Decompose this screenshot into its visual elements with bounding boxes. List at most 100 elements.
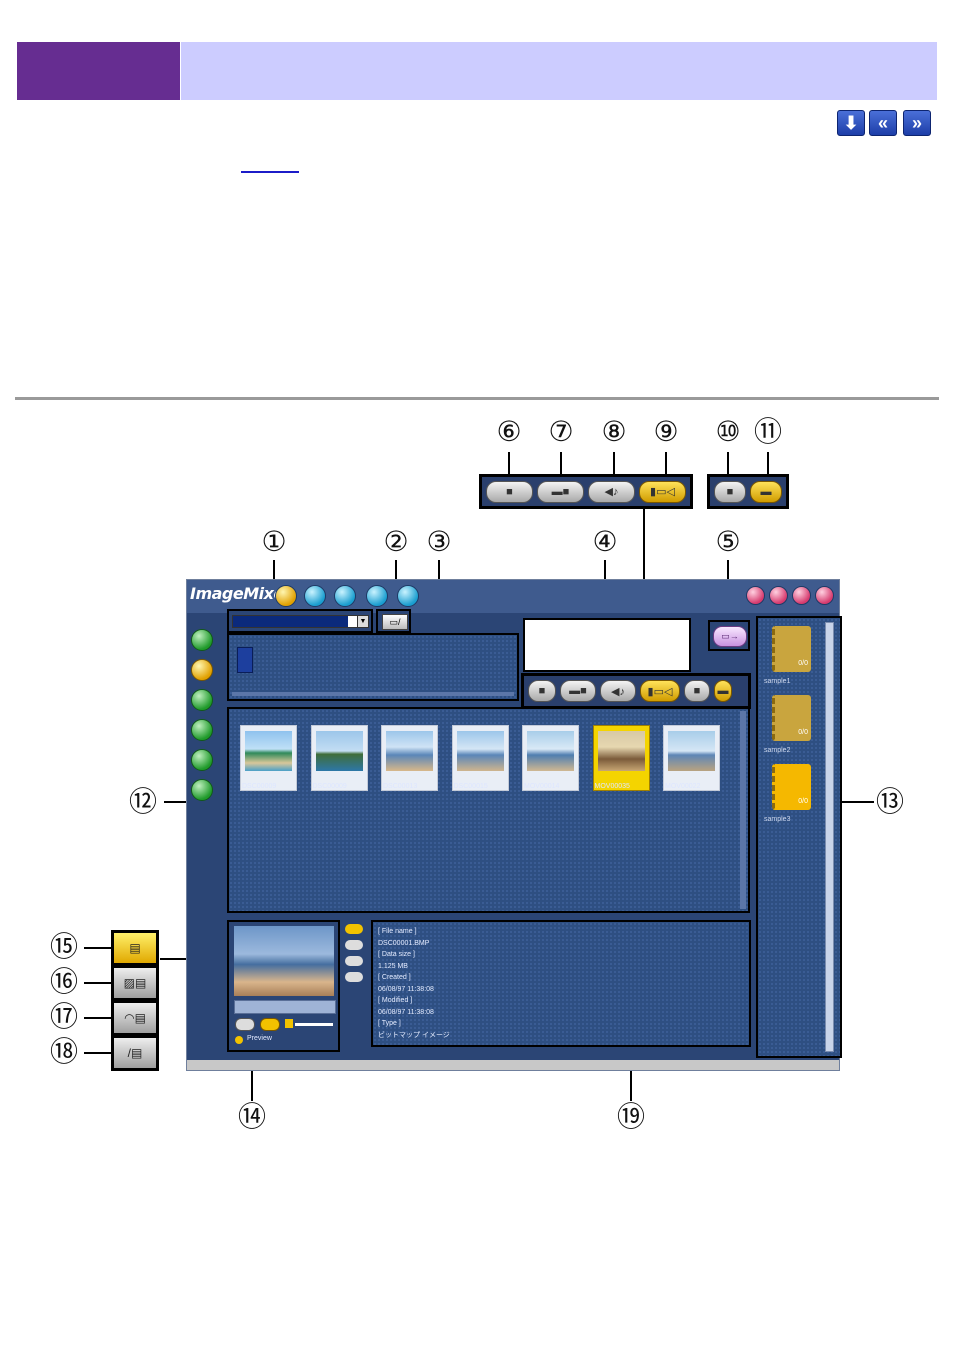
info-tab-image[interactable] <box>345 940 363 950</box>
thumbnail-image <box>668 731 715 771</box>
thumbnail-scrollbar[interactable] <box>740 711 746 909</box>
thumbnail-image <box>386 731 433 771</box>
all-media-view-button[interactable]: ▮▭◁ <box>639 480 686 503</box>
volume-slider[interactable] <box>295 1023 333 1026</box>
file-info-line: [ Data size ] <box>378 951 415 958</box>
callout-13: ⑬ <box>875 785 904 818</box>
sidebar-album-icon[interactable] <box>191 659 213 681</box>
bell-icon[interactable] <box>746 586 765 605</box>
close-icon[interactable] <box>815 586 834 605</box>
folder-dropdown[interactable] <box>232 615 358 628</box>
inline-video-button[interactable]: ▬■ <box>560 680 596 702</box>
callout-9: ⑨ <box>653 415 679 448</box>
thumbnail-item[interactable] <box>663 725 720 791</box>
display-toolbar: ■ ▬ <box>707 474 789 509</box>
thumbnail-caption: MOV00014 <box>524 783 560 790</box>
folder-dropdown-frame: ▼ <box>227 609 373 633</box>
view-type-toolbar: ■ ▬■ ◀♪ ▮▭◁ <box>479 474 693 509</box>
sidebar-print-icon[interactable] <box>191 749 213 771</box>
callout-12: ⑫ <box>128 785 157 818</box>
info-tab-file[interactable] <box>345 924 363 934</box>
double-chevron-right-icon: » <box>911 113 922 133</box>
photo-view-button[interactable]: ■ <box>486 480 533 503</box>
leader-line-16 <box>84 982 112 984</box>
preview-player: Preview <box>227 920 340 1052</box>
video-camera-icon: ▬■ <box>551 485 570 498</box>
inline-photo-button[interactable]: ■ <box>528 680 556 702</box>
thumbnail-item[interactable] <box>381 725 438 791</box>
title-bar <box>181 42 937 100</box>
file-info-line: 1.125 MB <box>378 962 408 970</box>
album-scrollbar[interactable] <box>825 622 834 1052</box>
callout-11: ⑪ <box>753 415 782 448</box>
image-document-icon: ▨▤ <box>123 976 147 990</box>
thumbnail-item[interactable] <box>310 725 368 791</box>
file-info-line: 06/08/97 11:38:08 <box>378 1008 434 1016</box>
page-down-button[interactable]: ⬇ <box>837 110 865 136</box>
video-camera-icon: ▬■ <box>569 685 587 697</box>
stop-button[interactable]: ■ <box>714 480 746 503</box>
callout-8: ⑧ <box>601 415 627 448</box>
audio-info-mode-button[interactable]: ◠▤ <box>111 1000 159 1036</box>
title-block <box>17 42 180 100</box>
folder-up-button[interactable]: ▭/ <box>376 609 411 633</box>
thumbnail-caption: DSC00013 <box>383 783 418 790</box>
album-list-panel[interactable] <box>756 616 842 1058</box>
play-button[interactable] <box>235 1018 255 1031</box>
next-page-button[interactable]: » <box>903 110 931 136</box>
inline-audio-button[interactable]: ◀♪ <box>600 680 636 702</box>
audio-view-button[interactable]: ◀♪ <box>588 480 635 503</box>
inline-folder-button[interactable]: ▬ <box>714 680 732 702</box>
preview-seek-bar[interactable] <box>234 1000 336 1014</box>
app-logo: ImageMixer <box>190 584 292 603</box>
image-info-mode-button[interactable]: ▨▤ <box>111 965 159 1001</box>
thumbnail-item[interactable] <box>592 725 650 791</box>
callout-10: ⑩ <box>715 415 741 448</box>
capture-mode-icon[interactable] <box>275 585 297 607</box>
inline-stop-button[interactable]: ■ <box>684 680 710 702</box>
sidebar-cd-icon[interactable] <box>191 689 213 711</box>
leader-line-17 <box>84 1017 112 1019</box>
file-info-mode-button[interactable]: ▤ <box>111 930 159 966</box>
video-view-button[interactable]: ▬■ <box>537 480 584 503</box>
callout-19: ⑲ <box>616 1100 645 1133</box>
info-tab-edit[interactable] <box>345 972 363 982</box>
thumbnail-image <box>597 731 645 771</box>
previous-page-button[interactable]: « <box>869 110 897 136</box>
thumbnail-caption: MOV00035 <box>594 783 630 790</box>
thumbnail-item[interactable] <box>522 725 579 791</box>
edit-info-mode-button[interactable]: /▤ <box>111 1035 159 1071</box>
inline-all-media-button[interactable]: ▮▭◁ <box>640 680 680 702</box>
callout-16: ⑯ <box>49 965 78 998</box>
sidebar-edit-icon[interactable] <box>191 719 213 741</box>
chevron-down-icon[interactable]: ▼ <box>357 615 369 628</box>
folder-button[interactable]: ▬ <box>750 480 782 503</box>
print-mode-icon[interactable] <box>334 585 356 607</box>
info-tab-audio[interactable] <box>345 956 363 966</box>
web-mode-icon[interactable] <box>397 585 419 607</box>
transfer-button[interactable]: ▭→ <box>708 620 750 651</box>
thumbnail-image <box>245 731 292 771</box>
callout-5: ⑤ <box>715 525 741 558</box>
album-item[interactable]: 0/0 <box>772 695 811 741</box>
hyperlink-underline[interactable] <box>241 171 299 173</box>
thumbnail-item[interactable] <box>240 725 297 791</box>
tools-icon[interactable] <box>792 586 811 605</box>
sidebar-web-icon[interactable] <box>191 779 213 801</box>
folder-tree-scrollbar[interactable] <box>232 692 514 696</box>
album-mode-icon[interactable] <box>304 585 326 607</box>
folder-tree-panel[interactable] <box>227 633 519 701</box>
folder-icon: ▬ <box>760 485 772 498</box>
pause-button[interactable] <box>260 1018 280 1031</box>
album-item[interactable]: 0/0 <box>772 626 811 672</box>
album-item[interactable]: 0/0 <box>772 764 811 810</box>
speaker-music-icon: ◀♪ <box>611 685 625 698</box>
sidebar-capture-icon[interactable] <box>191 629 213 651</box>
thumbnail-item[interactable] <box>451 725 509 791</box>
album-count: 0/0 <box>798 798 808 805</box>
thumbnail-caption: DSC00009 <box>312 783 347 790</box>
help-icon[interactable] <box>769 586 788 605</box>
share-mode-icon[interactable] <box>366 585 388 607</box>
